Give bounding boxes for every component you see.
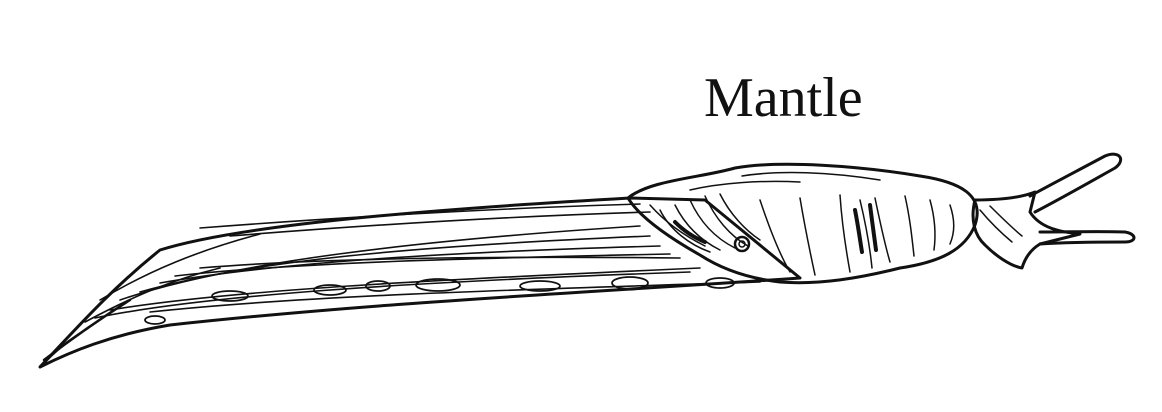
slug-body-outline: [38, 196, 802, 369]
slug-head: [971, 190, 1082, 270]
slug-tail-tip: [38, 298, 132, 369]
head-ridges: [979, 205, 1023, 243]
mantle-outline: [626, 162, 979, 285]
mantle-label: Mantle: [704, 67, 863, 129]
mantle-dark-marks: [673, 203, 878, 254]
lower-tentacle: [1038, 230, 1136, 246]
mantle-shading: [649, 171, 955, 276]
upper-tentacle: [1028, 152, 1123, 214]
body-grooves: [84, 203, 761, 323]
side-markings: [144, 276, 735, 325]
pneumostome: [733, 235, 751, 253]
